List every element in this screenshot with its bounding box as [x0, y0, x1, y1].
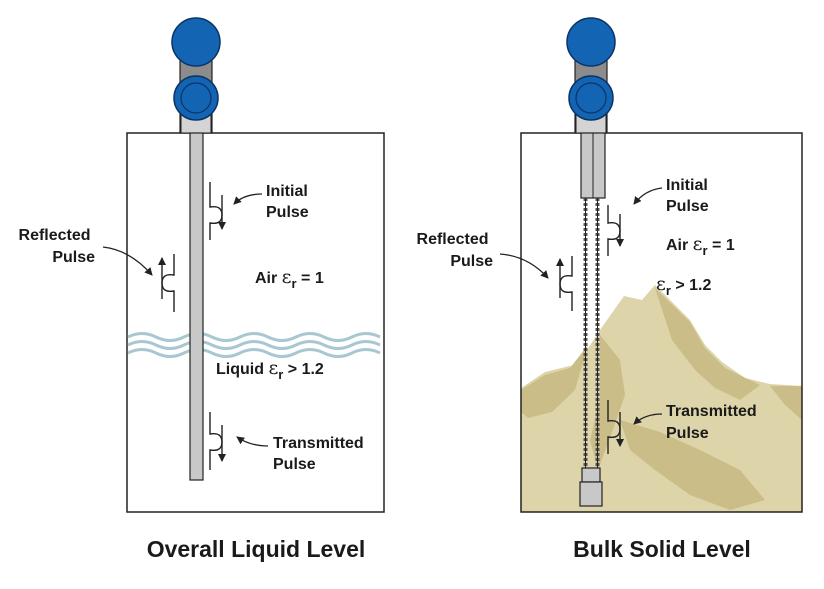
- liquid-level-panel: Initial Pulse Reflected Pulse Transmitte…: [19, 17, 385, 562]
- transmitter-head-top: [171, 17, 221, 67]
- cable-probe-weight: [579, 481, 603, 507]
- initial-pulse-label: Initial Pulse: [666, 177, 712, 215]
- rigid-probe: [189, 132, 204, 481]
- transmitted-pulse-label: Transmitted Pulse: [666, 403, 761, 442]
- solid-pile-shade-right: [655, 288, 760, 400]
- solid-level-panel: Initial Pulse Reflected Pulse Transmitte…: [417, 17, 803, 562]
- solid-dielectric-label: εr > 1.2: [656, 273, 711, 298]
- reflected-pulse-leader: [102, 246, 153, 276]
- initial-pulse-leader: [633, 187, 663, 205]
- solid-pile-base: [521, 285, 802, 512]
- air-dielectric-label: Air εr = 1: [255, 266, 324, 291]
- transmitter-head-ring: [180, 82, 212, 114]
- reflected-pulse-symbol: [158, 254, 175, 312]
- transmitted-pulse-leader: [633, 413, 663, 425]
- transmitter-head-top: [566, 17, 616, 67]
- liquid-dielectric-label: Liquid εr > 1.2: [216, 357, 324, 382]
- cable-probe-weight-cap: [581, 467, 601, 483]
- liquid-level-caption: Overall Liquid Level: [147, 536, 366, 562]
- initial-pulse-symbol: [607, 205, 624, 256]
- reflected-pulse-label: Reflected Pulse: [19, 227, 96, 266]
- liquid-transmitter: [171, 17, 221, 134]
- solid-tank: [520, 132, 803, 513]
- solid-pile-shade-edge: [770, 386, 802, 420]
- transmitted-pulse-symbol: [607, 400, 624, 454]
- solid-pile-shade-lower: [620, 420, 765, 510]
- initial-pulse-label: Initial Pulse: [266, 183, 312, 221]
- liquid-tank: [126, 132, 385, 513]
- solid-pile-shade-left: [521, 345, 588, 418]
- transmitted-pulse-symbol: [209, 412, 226, 470]
- initial-pulse-leader: [233, 193, 263, 205]
- solid-transmitter: [566, 17, 616, 134]
- air-dielectric-label: Air εr = 1: [666, 233, 735, 258]
- transmitted-pulse-label: Transmitted Pulse: [273, 435, 368, 473]
- liquid-surface-waves: [127, 332, 381, 358]
- initial-pulse-symbol: [209, 182, 226, 240]
- transmitter-head-ring: [575, 82, 607, 114]
- solid-level-caption: Bulk Solid Level: [573, 536, 751, 562]
- reflected-pulse-label: Reflected Pulse: [417, 231, 494, 270]
- transmitted-pulse-leader: [236, 436, 269, 447]
- cable-probe: [583, 198, 600, 472]
- reflected-pulse-symbol: [556, 256, 573, 311]
- reflected-pulse-leader: [499, 253, 549, 279]
